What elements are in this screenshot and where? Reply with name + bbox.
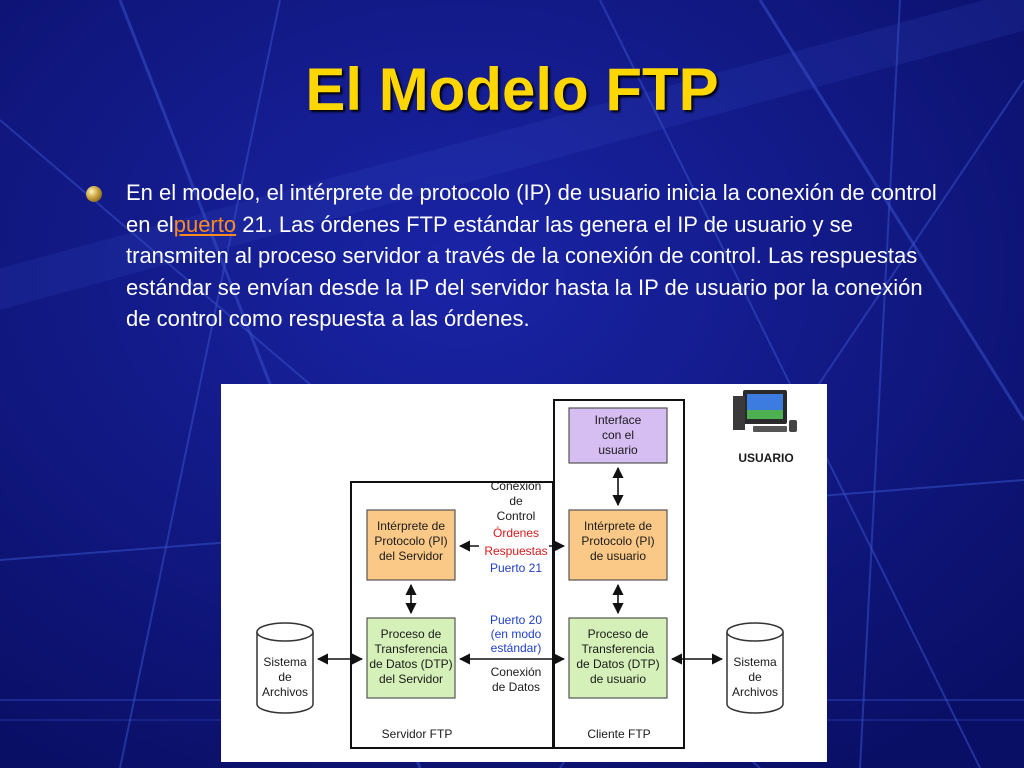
bullet-icon [86, 186, 102, 202]
dtp-server-box [366, 617, 456, 699]
usuario-label: USUARIO [738, 451, 793, 465]
filesystem-left-icon [256, 622, 314, 714]
pi-client-label-2: Protocolo (PI) [581, 534, 654, 548]
control-conn-label-2: de [509, 494, 523, 508]
pi-client-box [568, 509, 668, 581]
fs-right-label-2: de [748, 670, 762, 684]
fs-right-label-3: Archivos [732, 685, 778, 699]
client-ftp-frame [553, 399, 685, 749]
filesystem-right-icon [726, 622, 784, 714]
dtp-server-label-4: del Servidor [379, 672, 443, 686]
pi-server-label-1: Intérprete de [377, 519, 445, 533]
respuestas-label: Respuestas [484, 544, 547, 558]
puerto-21-label: Puerto 21 [490, 561, 542, 575]
puerto-20-label-2: (en modo [491, 627, 542, 641]
dtp-client-label-2: Transferencia [582, 642, 655, 656]
fs-left-label-1: Sistema [263, 655, 307, 669]
dtp-server-label-2: Transferencia [375, 642, 448, 656]
dtp-client-label-4: de usuario [590, 672, 646, 686]
interface-label-3: usuario [598, 443, 638, 457]
dtp-client-label-1: Proceso de [588, 627, 649, 641]
pi-server-label-2: Protocolo (PI) [374, 534, 447, 548]
slide-title: El Modelo FTP [305, 56, 719, 123]
data-conn-label-1: Conexión [491, 665, 542, 679]
interface-label-1: Interface [595, 413, 642, 427]
fs-left-label-3: Archivos [262, 685, 308, 699]
paragraph-text-start: En el modelo, el intérprete de protocolo… [126, 180, 937, 237]
puerto-20-label-3: estándar) [491, 641, 542, 655]
paragraph-text-end: 21. Las órdenes FTP estándar las genera … [126, 211, 923, 332]
dtp-client-label-3: de Datos (DTP) [576, 657, 659, 671]
dtp-server-label-1: Proceso de [381, 627, 442, 641]
fs-right-label-1: Sistema [733, 655, 777, 669]
dtp-client-box [568, 617, 668, 699]
body-paragraph: En el modelo, el intérprete de protocolo… [126, 177, 946, 335]
control-conn-label-1: Conexión [491, 479, 542, 493]
control-conn-label-3: Control [497, 509, 536, 523]
pi-server-box [366, 509, 456, 581]
pi-client-label-3: de usuario [590, 549, 646, 563]
dtp-server-label-3: de Datos (DTP) [369, 657, 452, 671]
computer-icon [733, 390, 797, 432]
pi-client-label-1: Intérprete de [584, 519, 652, 533]
ftp-model-diagram: Interface con el usuario Intérprete de P… [221, 384, 827, 762]
fs-left-label-2: de [278, 670, 292, 684]
interface-box [568, 407, 668, 464]
interface-label-2: con el [602, 428, 634, 442]
server-ftp-label: Servidor FTP [382, 727, 453, 741]
client-ftp-label: Cliente FTP [587, 727, 650, 741]
puerto-link[interactable]: puerto [173, 211, 237, 237]
data-conn-label-2: de Datos [492, 680, 540, 694]
pi-server-label-3: del Servidor [379, 549, 443, 563]
puerto-20-label-1: Puerto 20 [490, 613, 542, 627]
ordenes-label: Órdenes [493, 525, 539, 540]
